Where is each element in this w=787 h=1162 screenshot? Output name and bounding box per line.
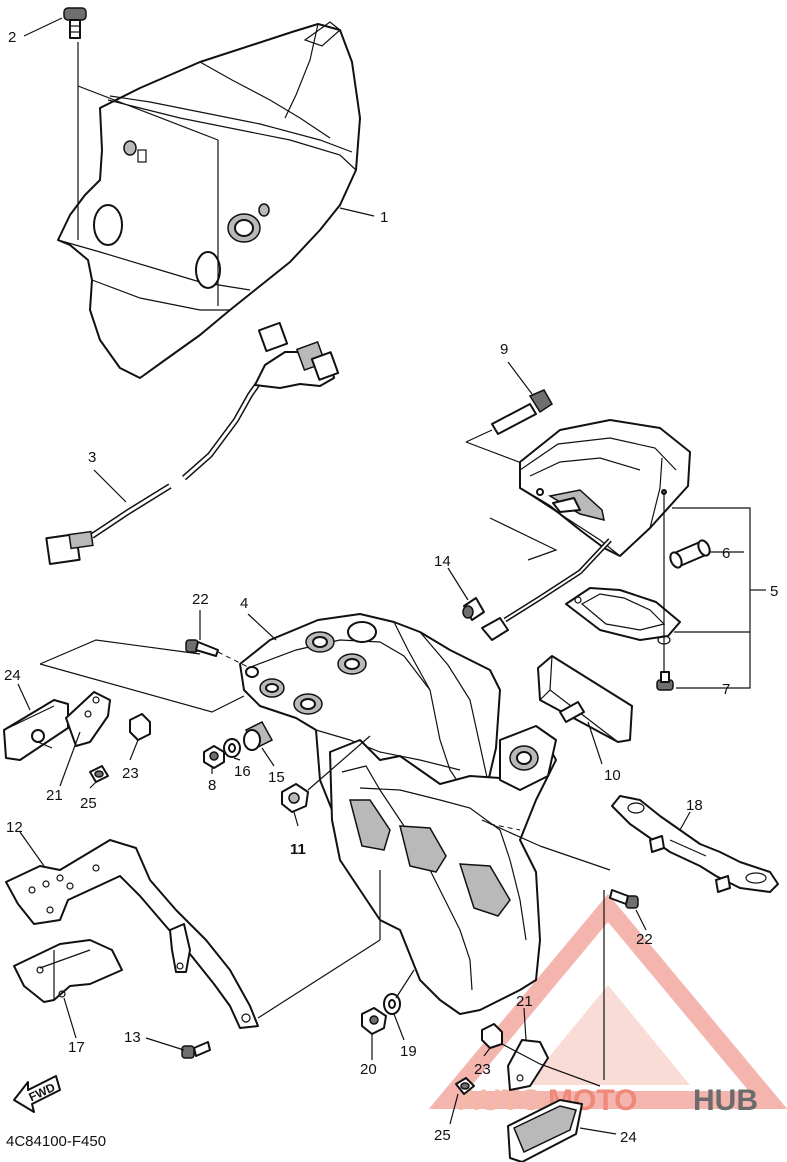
- wire-harness[interactable]: [45, 321, 340, 565]
- callout-6: 6: [722, 545, 730, 562]
- callout-2: 2: [8, 29, 16, 46]
- callout-14: 14: [434, 553, 451, 570]
- nut-25-right[interactable]: [455, 1077, 475, 1095]
- bulb-6[interactable]: [668, 539, 712, 570]
- tail-light[interactable]: [481, 419, 691, 641]
- callout-17: 17: [68, 1039, 85, 1056]
- bracket-12[interactable]: [5, 839, 259, 1029]
- nut-25-left[interactable]: [89, 765, 109, 783]
- callout-10: 10: [604, 767, 621, 784]
- callout-21-left: 21: [46, 787, 63, 804]
- nut-8[interactable]: [203, 745, 225, 769]
- callout-24-right: 24: [620, 1129, 637, 1146]
- callout-11: 11: [290, 841, 306, 858]
- nut-20[interactable]: [361, 1007, 387, 1035]
- callout-1: 1: [380, 209, 388, 226]
- nut-23-right[interactable]: [481, 1023, 503, 1049]
- screw-22-lower[interactable]: [609, 889, 639, 909]
- callout-4: 4: [240, 595, 248, 612]
- callout-15: 15: [268, 769, 285, 786]
- grommet-14[interactable]: [462, 597, 485, 621]
- nut-11[interactable]: [281, 783, 309, 813]
- washer-19[interactable]: [383, 993, 401, 1015]
- callout-5: 5: [770, 583, 778, 600]
- rear-reflector-24-right[interactable]: [507, 1099, 583, 1162]
- callout-3: 3: [88, 449, 96, 466]
- collar-15[interactable]: [243, 721, 274, 751]
- callout-20: 20: [360, 1061, 377, 1078]
- fwd-label: FWD: [27, 1080, 58, 1104]
- screw-7[interactable]: [656, 671, 674, 691]
- screw-2[interactable]: [63, 7, 87, 39]
- callout-18: 18: [686, 797, 703, 814]
- callout-25-right: 25: [434, 1127, 451, 1144]
- callout-23-left: 23: [122, 765, 139, 782]
- plate-holder-frame[interactable]: [329, 725, 557, 1015]
- callout-7: 7: [722, 681, 730, 698]
- callout-leaders: [17, 17, 691, 1135]
- callout-numbers: 2 1 3 4 9 14 22 6 5 7 24 21 23 25 8 16 1…: [4, 29, 778, 1146]
- callout-25-left: 25: [80, 795, 97, 812]
- watermark-hub: HUB: [693, 1084, 758, 1117]
- bolt-9[interactable]: [491, 389, 553, 435]
- callout-22-lower: 22: [636, 931, 653, 948]
- side-reflector-10[interactable]: [537, 655, 633, 743]
- forward-arrow-icon: FWD: [13, 1075, 61, 1113]
- bracket-18[interactable]: [611, 795, 779, 893]
- callout-21-right: 21: [516, 993, 533, 1010]
- screw-22-upper[interactable]: [185, 639, 219, 657]
- reflector-stay-21-left[interactable]: [65, 691, 111, 747]
- plate-17[interactable]: [13, 939, 123, 1003]
- screw-13[interactable]: [181, 1041, 211, 1059]
- tail-light-gasket[interactable]: [565, 587, 681, 641]
- callout-8: 8: [208, 777, 216, 794]
- callout-19: 19: [400, 1043, 417, 1060]
- callout-23-right: 23: [474, 1061, 491, 1078]
- callout-12: 12: [6, 819, 23, 836]
- diagram-code: 4C84100-F450: [6, 1133, 106, 1150]
- watermark-auto: AUTO: [458, 1084, 542, 1117]
- callout-24-left: 24: [4, 667, 21, 684]
- callout-9: 9: [500, 341, 508, 358]
- screw-left-small[interactable]: [31, 729, 53, 749]
- callout-13: 13: [124, 1029, 141, 1046]
- callout-16: 16: [234, 763, 251, 780]
- rear-fender[interactable]: [57, 21, 361, 379]
- washer-16[interactable]: [223, 738, 241, 758]
- nut-23-left[interactable]: [129, 713, 151, 741]
- callout-22-upper: 22: [192, 591, 209, 608]
